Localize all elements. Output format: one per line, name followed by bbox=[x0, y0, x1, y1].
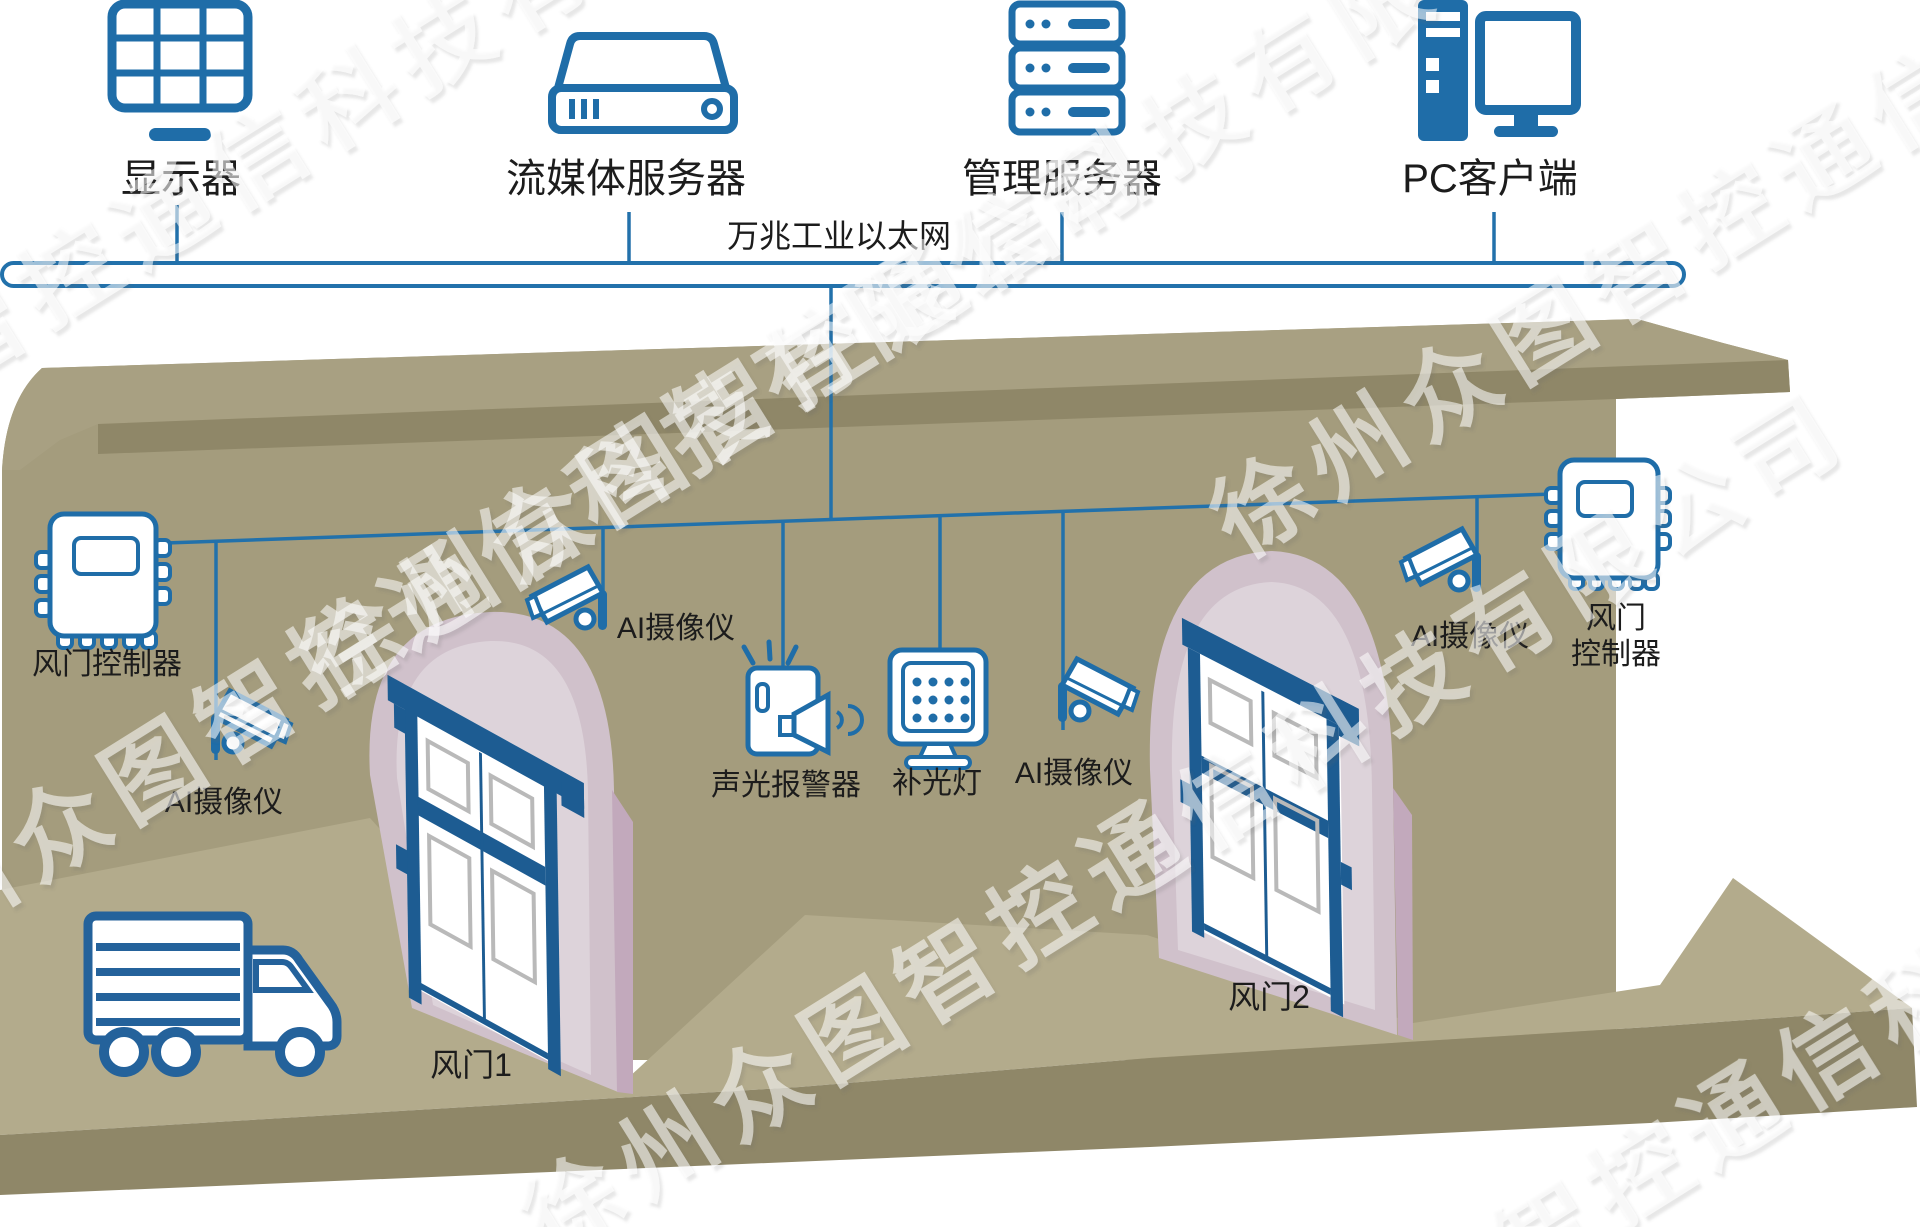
door-controller-left-label: 风门控制器 bbox=[32, 648, 182, 681]
tunnel-floor-edge-band bbox=[0, 1008, 1917, 1195]
streaming-server-icon bbox=[548, 32, 738, 134]
ai-camera-4-label: AI摄像仪 bbox=[1411, 620, 1529, 653]
management-server-label: 管理服务器 bbox=[962, 157, 1162, 201]
pc-client-label: PC客户端 bbox=[1402, 157, 1578, 201]
door2-label: 风门2 bbox=[1228, 979, 1310, 1015]
ai-camera-2-label: AI摄像仪 bbox=[165, 786, 283, 819]
display-wall-icon bbox=[107, 0, 253, 141]
door-controller-right-label-line2: 控制器 bbox=[1571, 638, 1661, 671]
ai-camera-3-label: AI摄像仪 bbox=[1015, 757, 1133, 790]
pc-client-icon bbox=[1418, 0, 1581, 141]
ai-camera-1-label: AI摄像仪 bbox=[617, 612, 735, 645]
display-wall-label: 显示器 bbox=[121, 157, 241, 201]
streaming-server-label: 流媒体服务器 bbox=[506, 157, 746, 201]
door-controller-left-icon bbox=[34, 511, 172, 650]
fill-light-label: 补光灯 bbox=[892, 767, 982, 800]
truck-icon bbox=[83, 911, 342, 1077]
alarm-label: 声光报警器 bbox=[711, 769, 861, 802]
door-controller-right-label-line1: 风门 bbox=[1586, 602, 1646, 635]
door1-label: 风门1 bbox=[430, 1047, 512, 1083]
tunnel-roof bbox=[2, 319, 1788, 470]
door-controller-right-icon bbox=[1544, 457, 1672, 591]
tunnel-floor bbox=[0, 818, 1912, 1135]
alarm-icon bbox=[741, 639, 864, 757]
tunnel-roof-edge-band bbox=[98, 360, 1790, 454]
tunnel-bus-line bbox=[165, 492, 1554, 545]
management-server-icon bbox=[1008, 0, 1126, 136]
door2 bbox=[1178, 616, 1364, 1028]
ethernet-bus-label: 万兆工业以太网 bbox=[727, 218, 951, 254]
ethernet-bus bbox=[0, 261, 1686, 288]
fill-light-icon bbox=[887, 647, 989, 770]
door1 bbox=[387, 675, 588, 1097]
